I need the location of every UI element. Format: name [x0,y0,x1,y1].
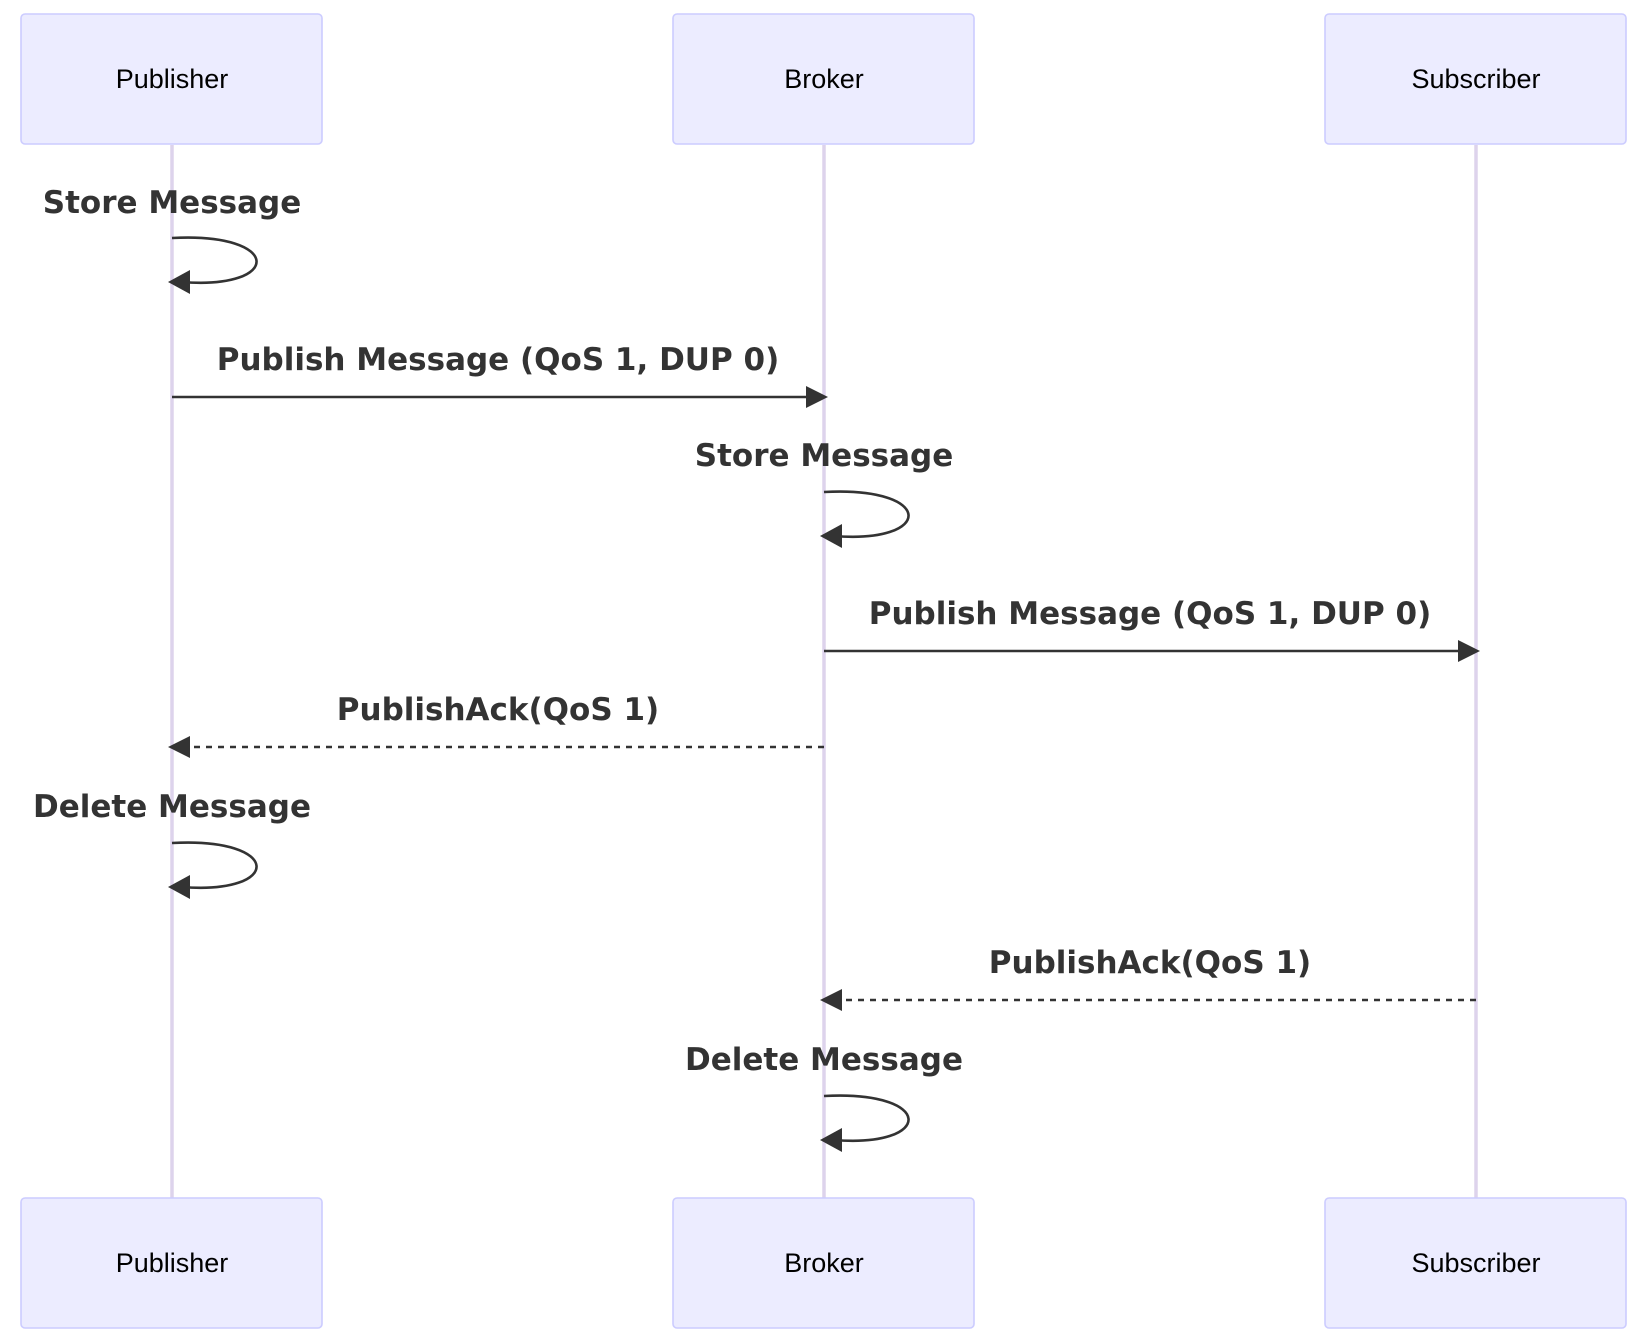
message-self-store-publisher: Store Message [43,185,301,294]
message-label: Publish Message (QoS 1, DUP 0) [869,596,1431,632]
actor-label: Publisher [116,1248,229,1278]
message-self-delete-publisher: Delete Message [33,789,311,899]
message-self-store-broker: Store Message [695,438,953,548]
message-label: PublishAck(QoS 1) [989,945,1311,981]
arrowhead [806,386,828,408]
arrowhead [168,875,190,899]
actor-subscriber-top: Subscriber [1324,13,1627,145]
arrowhead [820,989,842,1011]
actor-broker-bottom: Broker [672,1197,975,1329]
actor-label: Publisher [116,64,229,94]
actor-label: Subscriber [1411,64,1540,94]
actor-subscriber-bottom: Subscriber [1324,1197,1627,1329]
actor-label: Broker [784,64,864,94]
message-label: Delete Message [33,789,311,825]
message-puback-to-publisher: PublishAck(QoS 1) [168,692,824,758]
message-label: Store Message [695,438,953,474]
message-label: PublishAck(QoS 1) [337,692,659,728]
arrowhead [168,736,190,758]
self-loop-arrow [171,841,258,890]
actor-publisher-top: Publisher [20,13,323,145]
message-label: Store Message [43,185,301,221]
arrowhead [168,270,190,294]
actor-label: Subscriber [1411,1248,1540,1278]
arrowhead [1458,640,1480,662]
message-label: Delete Message [685,1042,963,1078]
actor-broker-top: Broker [672,13,975,145]
self-loop-arrow [171,236,258,285]
actor-publisher-bottom: Publisher [20,1197,323,1329]
arrowhead [820,524,842,548]
message-publish-to-broker: Publish Message (QoS 1, DUP 0) [172,342,828,408]
message-publish-to-subscriber: Publish Message (QoS 1, DUP 0) [824,596,1480,662]
arrowhead [820,1128,842,1152]
self-loop-arrow [823,490,910,539]
self-loop-arrow [823,1094,910,1143]
message-self-delete-broker: Delete Message [685,1042,963,1152]
message-label: Publish Message (QoS 1, DUP 0) [217,342,779,378]
message-puback-to-broker: PublishAck(QoS 1) [820,945,1476,1011]
actor-label: Broker [784,1248,864,1278]
